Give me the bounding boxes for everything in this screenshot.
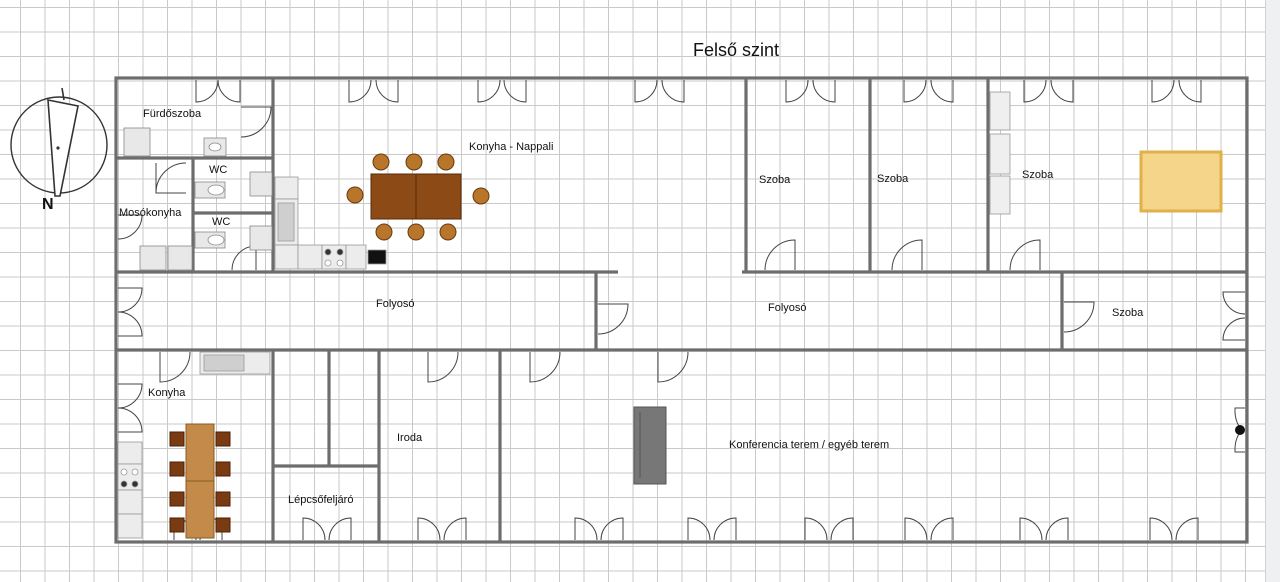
room-label-folyoso-2: Folyosó — [768, 302, 807, 314]
rug — [1139, 150, 1223, 213]
room-label-szoba-2: Szoba — [877, 173, 909, 185]
kitchen-counter-lower — [117, 351, 271, 539]
walls — [114, 76, 1249, 544]
compass — [10, 87, 108, 197]
room-label-mosokonyha: Mosókonyha — [119, 207, 182, 219]
doors — [117, 79, 1246, 541]
sofa — [633, 406, 667, 485]
room-label-szoba-3: Szoba — [1022, 169, 1054, 181]
sanitary-fixtures — [123, 127, 273, 271]
room-label-wc-2: WC — [212, 216, 231, 228]
floor-title: Felső szint — [692, 40, 780, 60]
room-label-konferencia: Konferencia terem / egyéb terem — [729, 439, 890, 451]
room-label-szoba-4: Szoba — [1112, 307, 1144, 319]
dining-table-upper — [346, 153, 490, 241]
room-label-lepcsofeljaro: Lépcsőfeljáró — [288, 494, 354, 506]
room-label-wc-1: WC — [209, 164, 228, 176]
wardrobes — [989, 91, 1011, 215]
window-edge — [1265, 0, 1280, 582]
room-label-konyha: Konyha — [148, 387, 186, 399]
wall-fixture — [1235, 425, 1245, 435]
dining-table-lower — [169, 423, 231, 539]
room-label-szoba-1: Szoba — [759, 174, 791, 186]
room-label-furdoszoba: Fürdőszoba — [143, 108, 202, 120]
compass-north-label: N — [42, 196, 54, 213]
kitchen-counter-upper — [274, 176, 387, 270]
room-label-konyha-nappali: Konyha - Nappali — [469, 141, 554, 153]
room-label-iroda: Iroda — [397, 432, 423, 444]
room-label-folyoso-1: Folyosó — [376, 298, 415, 310]
